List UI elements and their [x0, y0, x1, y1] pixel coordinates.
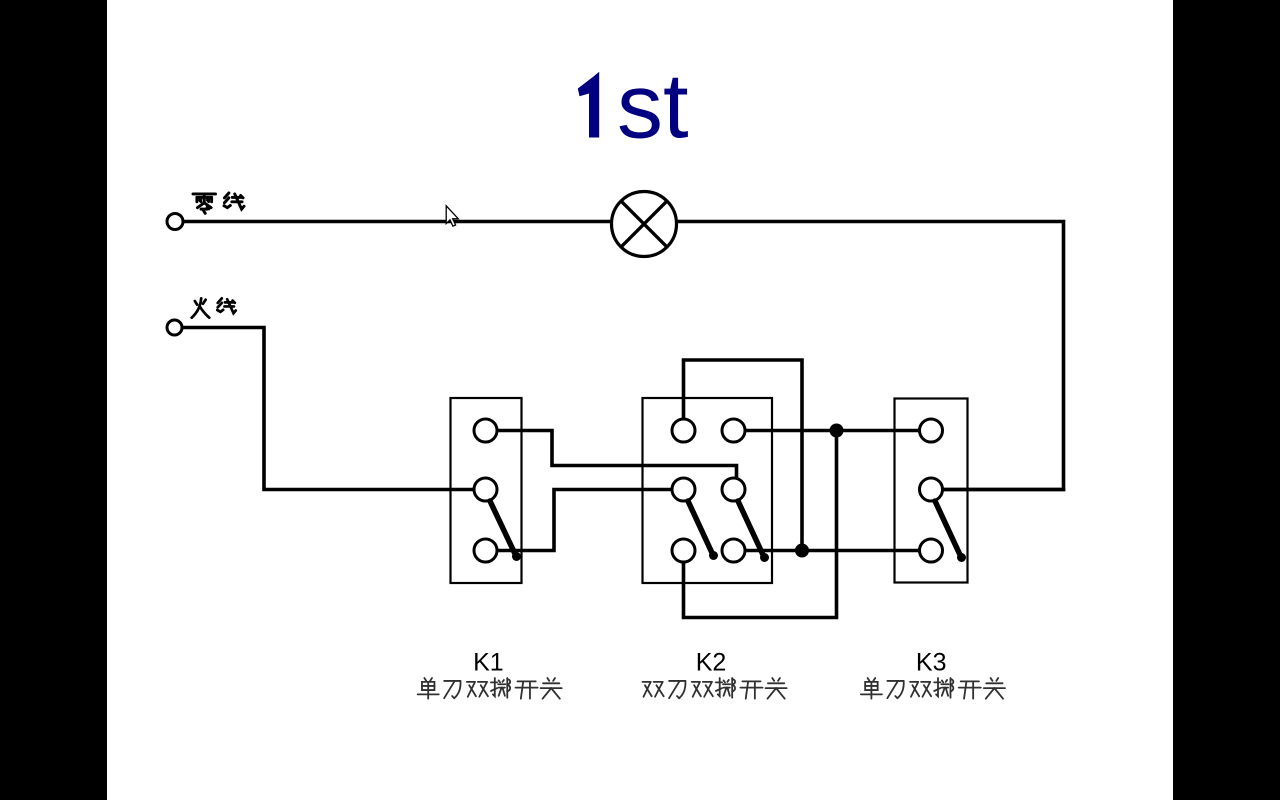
- svg-text:st: st: [617, 56, 689, 158]
- svg-text:K3: K3: [916, 649, 947, 677]
- svg-text:K2: K2: [696, 649, 727, 677]
- svg-text:K1: K1: [473, 649, 504, 677]
